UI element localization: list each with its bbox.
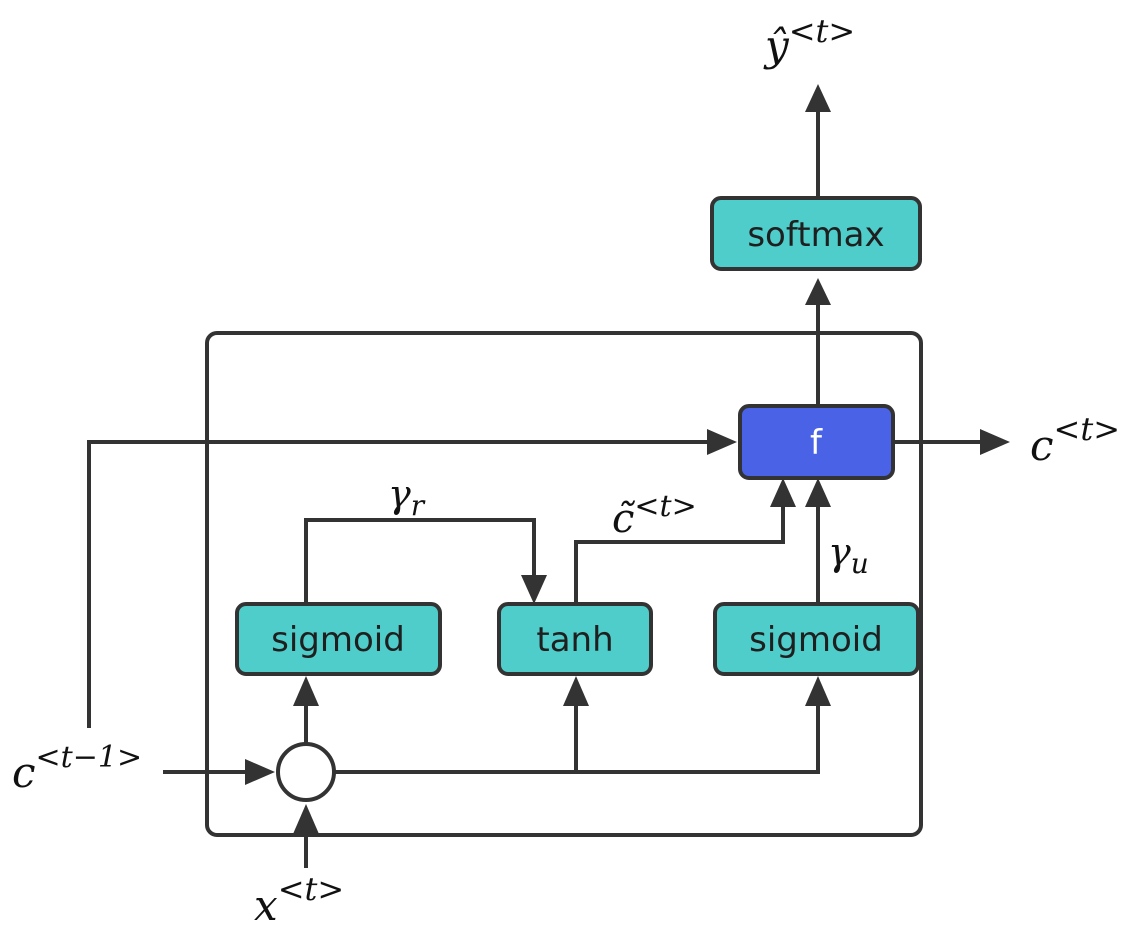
ct-base: c [1030,421,1054,470]
concat-to-sigmoid-left-arrowhead [293,676,319,706]
cprev-skip-line [87,440,712,728]
f-to-ct-arrowhead [980,429,1010,455]
sigmoid-right-box: sigmoid [713,602,920,676]
x-to-concat-arrowhead [293,804,319,834]
y-hat-label: ŷ<t> [763,12,855,70]
sigmoid-left-label: sigmoid [271,620,405,660]
cell-frame [205,331,923,837]
x-sup: <t> [278,870,344,908]
gamma-u-label: γu [828,530,869,580]
y-hat-base: ŷ [763,21,790,70]
sigmoid-right-label: sigmoid [749,620,883,660]
gamma-r-base: γ [388,472,411,516]
softmax-to-output-arrowhead [805,84,831,112]
ctilde-label: c̃<t> [612,489,697,542]
softmax-label: softmax [747,215,884,255]
tanh-box: tanh [497,602,653,676]
concat-to-tanh-arrowhead [563,676,589,706]
f-box: f [738,404,895,480]
ctilde-sup: <t> [634,489,696,524]
x-base: x [254,881,278,930]
gamma-u-sub: u [851,547,869,580]
softmax-box: softmax [710,196,922,271]
gamma-u-arrowhead [805,478,831,507]
cprev-base: c [12,748,36,797]
gamma-r-line [304,518,536,604]
concat-to-sigmoid-right-arrowhead [805,676,831,706]
f-label: f [810,423,823,463]
ctilde-base: c̃ [612,496,635,542]
y-hat-sup: <t> [789,12,855,50]
cprev-sup: <t−1> [36,740,143,775]
cprev-label: c<t−1> [12,740,142,797]
gamma-u-base: γ [828,530,851,574]
ctilde-line [574,505,785,604]
gamma-r-arrowhead [521,575,547,604]
f-to-softmax-arrowhead [805,278,831,305]
gamma-r-label: γr [388,472,426,522]
ctilde-arrowhead [770,478,796,507]
concat-circle [276,742,336,802]
gamma-r-sub: r [411,489,426,522]
ct-sup: <t> [1054,410,1120,448]
x-label: x<t> [254,870,344,930]
concat-bus-line [335,705,820,774]
ct-label: c<t> [1030,410,1120,470]
sigmoid-left-box: sigmoid [235,602,442,676]
cprev-skip-arrowhead [707,429,737,455]
tanh-label: tanh [536,620,613,660]
cprev-to-concat-arrowhead [245,759,275,785]
